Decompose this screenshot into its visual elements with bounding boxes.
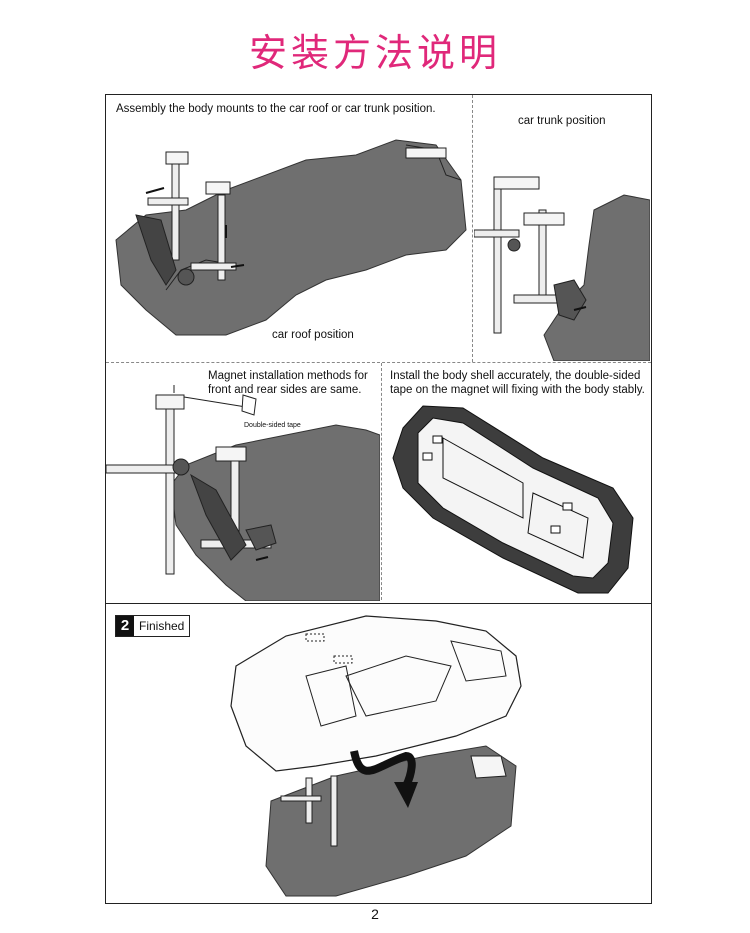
double-sided-tape-label: Double-sided tape [244, 422, 301, 429]
magnet-caption-line1: Magnet installation methods for [208, 370, 368, 382]
trunk-position-label: car trunk position [518, 115, 606, 127]
step-label: Finished [139, 619, 185, 633]
divider-top-vertical [472, 95, 473, 362]
assembly-caption: Assembly the body mounts to the car roof… [116, 103, 436, 115]
step-indicator: 2 Finished [115, 615, 191, 637]
page-number: 2 [371, 906, 379, 922]
finished-assembly-illustration [230, 615, 522, 897]
chassis-trunk-illustration [474, 176, 650, 361]
instruction-frame [105, 94, 652, 904]
divider-top [106, 362, 651, 363]
chassis-roof-illustration [115, 139, 467, 336]
page-title: 安装方法说明 [248, 31, 501, 75]
install-caption-line2: tape on the magnet will fixing with the … [390, 384, 645, 396]
divider-middle-vertical [381, 363, 382, 600]
divider-middle [106, 603, 651, 604]
magnet-caption-line2: front and rear sides are same. [208, 384, 362, 396]
install-caption-line1: Install the body shell accurately, the d… [390, 370, 641, 382]
step-number: 2 [116, 616, 134, 636]
body-shell-underside-illustration [392, 405, 634, 594]
magnet-mount-illustration [106, 385, 380, 601]
roof-position-label: car roof position [272, 329, 354, 341]
